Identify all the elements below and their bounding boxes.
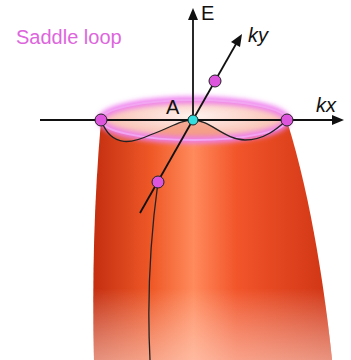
saddle-point [281,114,293,126]
axis-label: kx [316,94,336,116]
saddle-point [152,176,164,188]
ky-axis [140,44,236,213]
saddle-point [95,114,107,126]
arrowhead [188,8,198,20]
axis-label: ky [248,24,268,46]
saddle-point [209,75,221,87]
band-body [93,121,332,360]
arrowhead [332,115,344,125]
arrowhead [231,34,242,47]
axis-label: E [201,2,214,24]
energy-axis [192,18,194,120]
band-cut-ky [149,182,158,360]
point-label: A [166,96,179,118]
point-a [188,115,198,125]
band-body-shade [93,121,332,360]
region-label: Saddle loop [16,26,122,48]
